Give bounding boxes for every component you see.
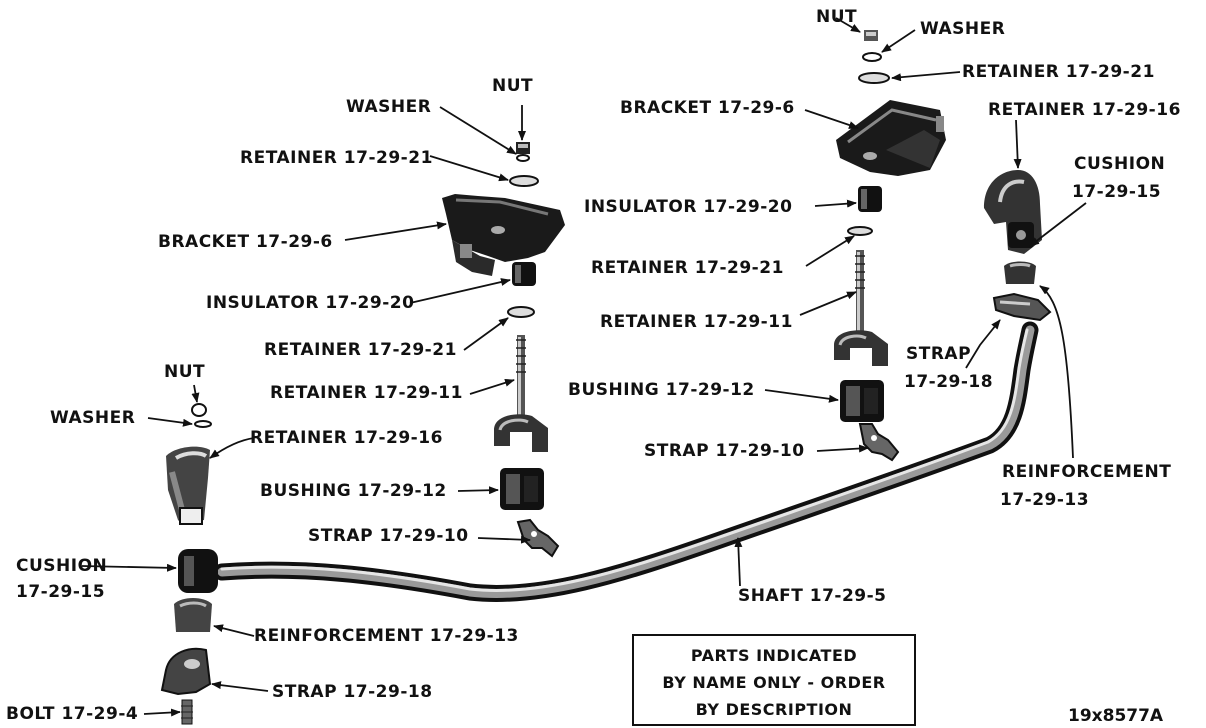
note-line-1: PARTS INDICATED [690, 646, 858, 665]
shaft-part [213, 321, 1039, 602]
nut-far-left-label: NUT [164, 362, 206, 382]
retainer-16-left-label: RETAINER 17-29-16 [250, 428, 443, 448]
bushing-right-label: BUSHING 17-29-12 [568, 380, 755, 400]
shaft-label: SHAFT 17-29-5 [738, 586, 887, 606]
insulator-left-label: INSULATOR 17-29-20 [206, 293, 415, 313]
strap-right-number-label: 17-29-18 [904, 372, 994, 392]
strap-right-name-label: STRAP [906, 344, 972, 364]
strap-10-left-label: STRAP 17-29-10 [308, 526, 469, 546]
strap-18-left-label: STRAP 17-29-18 [272, 682, 433, 702]
retainer-21-top-label: RETAINER 17-29-21 [962, 62, 1155, 82]
cushion-left-number-label: 17-29-15 [16, 582, 106, 602]
leader-lines [81, 17, 1087, 717]
ordering-note-box: PARTS INDICATED BY NAME ONLY - ORDER BY … [632, 634, 916, 726]
reinforcement-right-number-label: 17-29-13 [1000, 490, 1090, 510]
note-line-2: BY NAME ONLY - ORDER [662, 673, 886, 692]
retainer-21-mid-right-label: RETAINER 17-29-21 [591, 258, 784, 278]
washer-far-left-label: WASHER [50, 408, 136, 428]
retainer-11-left-label: RETAINER 17-29-11 [270, 383, 463, 403]
retainer-21-left-low-label: RETAINER 17-29-21 [264, 340, 457, 360]
bushing-left-label: BUSHING 17-29-12 [260, 481, 447, 501]
reinforcement-right-name-label: REINFORCEMENT [1002, 462, 1172, 482]
right-link-hardware [834, 30, 946, 462]
cushion-left-name-label: CUSHION [16, 556, 108, 576]
left-link-hardware [442, 142, 565, 558]
washer-top-label: WASHER [920, 19, 1006, 39]
bolt-label: BOLT 17-29-4 [6, 704, 139, 724]
figure-code: 19x8577A [1068, 706, 1164, 726]
nut-left-center-label: NUT [492, 76, 534, 96]
left-end-cushion-group [160, 403, 218, 725]
cushion-right-name-label: CUSHION [1074, 154, 1166, 174]
right-end-cushion-group [984, 170, 1052, 322]
reinforcement-left-label: REINFORCEMENT 17-29-13 [254, 626, 519, 646]
washer-left-center-label: WASHER [346, 97, 432, 117]
retainer-11-right-label: RETAINER 17-29-11 [600, 312, 793, 332]
nut-top-label: NUT [816, 7, 858, 27]
bracket-right-label: BRACKET 17-29-6 [620, 98, 795, 118]
cushion-right-number-label: 17-29-15 [1072, 182, 1162, 202]
insulator-right-label: INSULATOR 17-29-20 [584, 197, 793, 217]
strap-10-right-label: STRAP 17-29-10 [644, 441, 805, 461]
retainer-16-right-label: RETAINER 17-29-16 [988, 100, 1181, 120]
retainer-21-left-top-label: RETAINER 17-29-21 [240, 148, 433, 168]
note-line-3: BY DESCRIPTION [695, 700, 853, 719]
bracket-left-label: BRACKET 17-29-6 [158, 232, 333, 252]
